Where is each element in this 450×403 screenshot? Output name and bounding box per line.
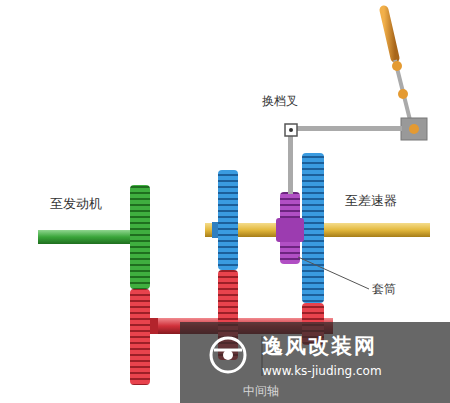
leader-line <box>298 257 369 289</box>
shift-lever <box>384 10 395 58</box>
watermark-url: www.ks-jiuding.com <box>262 364 382 378</box>
counter-gear <box>130 289 150 385</box>
pivot <box>401 118 427 140</box>
part-label: 换档叉 <box>262 94 298 108</box>
watermark-band <box>180 322 450 403</box>
part-label: 中间轴 <box>243 384 279 398</box>
shift-rod <box>292 126 402 131</box>
direction-label: 至发动机 <box>50 196 102 212</box>
speed-gear <box>302 153 324 303</box>
input-shaft <box>38 230 138 244</box>
part-label: 套筒 <box>372 282 396 296</box>
direction-label: 至差速器 <box>345 193 397 209</box>
watermark-logo <box>211 338 245 372</box>
watermark-text: 逸风改装网 <box>262 334 377 359</box>
input-gear <box>130 185 150 289</box>
speed-gear <box>218 170 238 270</box>
shift-fork <box>288 128 293 194</box>
